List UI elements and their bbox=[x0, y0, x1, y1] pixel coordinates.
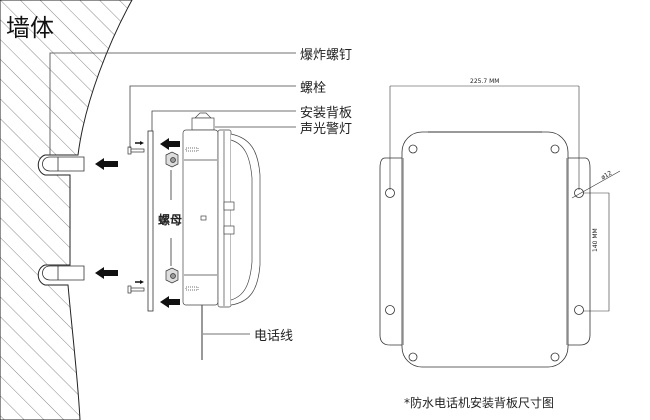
dimension-height: 140 MM bbox=[592, 228, 599, 252]
backplate bbox=[147, 130, 154, 312]
arrow-icons bbox=[95, 138, 180, 308]
explosion-screw-bottom bbox=[42, 265, 85, 281]
wall bbox=[0, 0, 133, 420]
leader-lines bbox=[49, 52, 296, 335]
bolts bbox=[127, 146, 145, 294]
label-backplate: 安装背板 bbox=[300, 106, 353, 121]
label-nut: 螺母 bbox=[158, 213, 183, 227]
caption: *防水电话机安装背板尺寸图 bbox=[404, 396, 555, 410]
label-explosion-screw: 爆炸螺钉 bbox=[300, 48, 353, 63]
label-phone-line: 电话线 bbox=[254, 329, 294, 344]
alarm-light-device bbox=[182, 112, 261, 308]
explosion-screw-top bbox=[42, 156, 85, 172]
backplate-dimension-drawing bbox=[379, 85, 621, 368]
dimension-width: 225.7 MM bbox=[470, 78, 500, 85]
label-bolt: 螺栓 bbox=[300, 81, 327, 96]
wall-title: 墙体 bbox=[6, 14, 54, 42]
label-alarm-light: 声光警灯 bbox=[300, 122, 353, 137]
nuts bbox=[165, 151, 179, 284]
